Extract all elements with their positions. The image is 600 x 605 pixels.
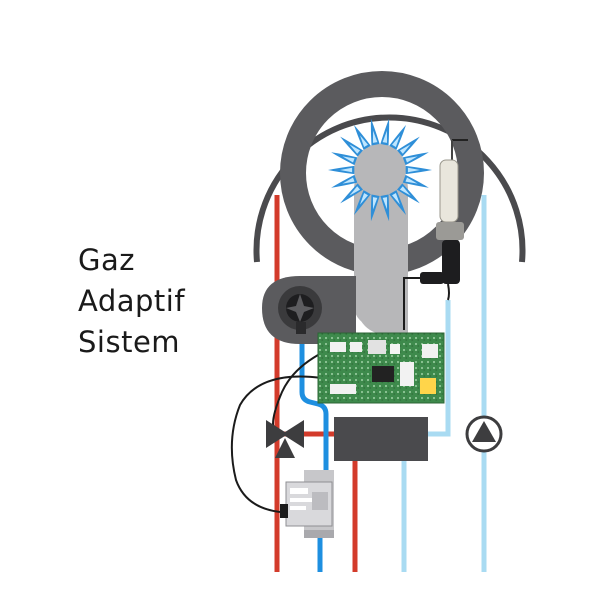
wire-fan xyxy=(272,354,319,431)
wire-valve xyxy=(230,375,323,513)
flame-core xyxy=(407,167,420,173)
flame-core xyxy=(405,177,418,184)
title-line-adaptif: Adaptif xyxy=(78,284,186,318)
wire-electrode xyxy=(403,277,420,330)
flame-core xyxy=(340,167,353,173)
ignition-electrode-icon xyxy=(420,139,468,301)
flame-core xyxy=(382,197,388,210)
flame-core xyxy=(342,156,355,163)
gas-valve-icon xyxy=(280,470,334,538)
burner-head xyxy=(355,145,405,195)
flame-core xyxy=(360,193,368,205)
flame-petal xyxy=(402,174,429,188)
flame-core xyxy=(349,144,361,154)
title-line-sistem: Sistem xyxy=(78,325,181,359)
flue-arc xyxy=(253,114,526,263)
gas-pipe xyxy=(299,330,329,470)
flame-core xyxy=(360,135,368,147)
flame-petal xyxy=(354,124,371,150)
flame-petal xyxy=(331,174,358,188)
flame-core xyxy=(399,186,411,196)
flame-petal xyxy=(389,124,406,150)
heat-exchanger-block xyxy=(334,417,428,461)
flame-core xyxy=(392,193,400,205)
flame-core xyxy=(349,186,361,196)
burner-flame-icon xyxy=(328,118,432,222)
fan-icon xyxy=(262,276,356,344)
flame-core xyxy=(405,156,418,163)
flame-core xyxy=(342,177,355,184)
cold-pipe-inner xyxy=(428,300,451,437)
flame-petal xyxy=(402,152,429,166)
three-way-valve-icon xyxy=(266,420,304,458)
flame-core xyxy=(392,135,400,147)
pump-icon xyxy=(465,415,503,453)
flame-core xyxy=(372,130,378,143)
flame-core xyxy=(372,197,378,210)
control-board-icon xyxy=(317,332,445,404)
flame-petal xyxy=(331,152,358,166)
title-line-gaz: Gaz xyxy=(78,243,135,277)
flame-core xyxy=(382,130,388,143)
flame-core xyxy=(399,144,411,154)
wires xyxy=(230,277,420,513)
